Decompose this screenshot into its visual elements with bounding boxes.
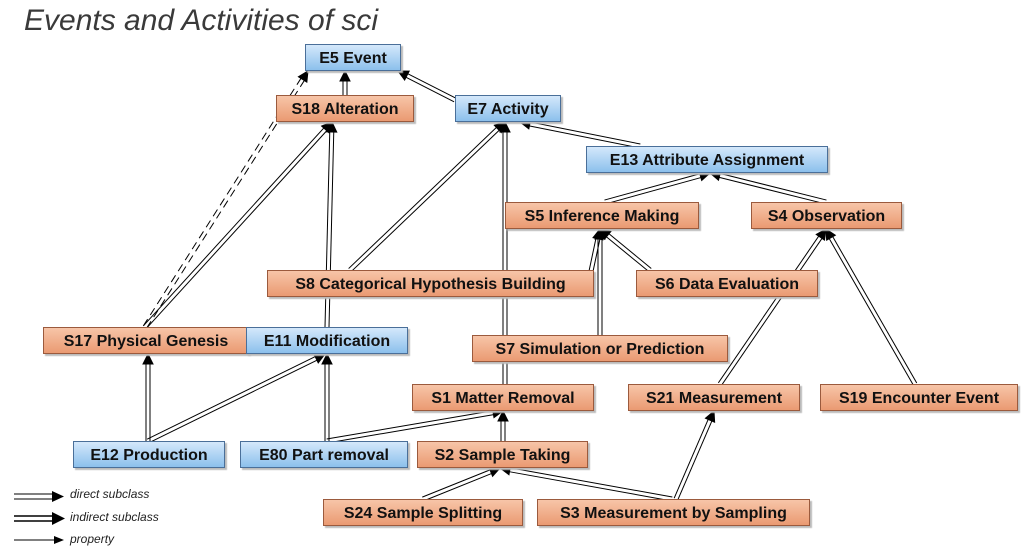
edge-s4-e13 — [708, 169, 827, 205]
legend-direct-subclass-label: direct subclass — [70, 487, 150, 501]
edge-e7-e5 — [397, 70, 457, 103]
edge-e12-e11 — [146, 353, 327, 444]
node-s17-physical-genesis[interactable]: S17 Physical Genesis — [43, 327, 249, 354]
edge-e13-e7 — [518, 118, 641, 149]
edge-s18-e5 — [339, 69, 351, 95]
node-s21-measurement[interactable]: S21 Measurement — [628, 384, 800, 411]
node-s2-sample-taking[interactable]: S2 Sample Taking — [417, 441, 588, 468]
node-s7-simulation-or-prediction[interactable]: S7 Simulation or Prediction — [472, 335, 728, 362]
edge-s8-e7 — [348, 121, 506, 272]
node-s5-inference-making[interactable]: S5 Inference Making — [505, 202, 699, 229]
edge-s2-s1 — [497, 409, 509, 441]
edge-s7-s5 — [594, 227, 606, 335]
node-e7-activity[interactable]: E7 Activity — [455, 95, 561, 122]
edge-e12-s17 — [142, 352, 154, 441]
diagram-title: Events and Activities of sci — [24, 4, 379, 37]
legend — [14, 491, 65, 544]
node-s24-sample-splitting[interactable]: S24 Sample Splitting — [323, 499, 523, 526]
edge-s6-s5 — [599, 228, 652, 272]
node-e13-attribute-assignment[interactable]: E13 Attribute Assignment — [586, 146, 828, 173]
edge-s21-s4 — [717, 228, 827, 386]
node-s4-observation[interactable]: S4 Observation — [751, 202, 902, 229]
node-s19-encounter-event[interactable]: S19 Encounter Event — [820, 384, 1018, 411]
node-s6-data-evaluation[interactable]: S6 Data Evaluation — [636, 270, 818, 297]
legend-indirect-subclass-label: indirect subclass — [70, 510, 159, 524]
legend-direct-subclass-symbol — [14, 491, 64, 502]
legend-property-label: property — [70, 532, 115, 546]
node-e80-part-removal[interactable]: E80 Part removal — [240, 441, 408, 468]
edge-s3-s21 — [673, 409, 716, 500]
edge-s19-s4 — [825, 228, 918, 386]
edge-s17-e5 — [142, 70, 309, 329]
legend-property-symbol — [14, 536, 64, 544]
node-s8-categorical-hypothesis-building[interactable]: S8 Categorical Hypothesis Building — [267, 270, 594, 297]
node-s3-measurement-by-sampling[interactable]: S3 Measurement by Sampling — [537, 499, 810, 526]
node-e12-production[interactable]: E12 Production — [73, 441, 225, 468]
node-s18-alteration[interactable]: S18 Alteration — [276, 95, 414, 122]
edge-e80-s1 — [326, 407, 505, 444]
edge-s3-s2 — [498, 464, 673, 502]
legend-indirect-subclass-symbol — [14, 512, 65, 525]
edge-s24-s2 — [422, 466, 502, 502]
node-e11-modification[interactable]: E11 Modification — [246, 327, 408, 354]
node-s1-matter-removal[interactable]: S1 Matter Removal — [412, 384, 594, 411]
edge-e80-e11 — [321, 352, 333, 441]
edge-s5-e13 — [604, 170, 712, 205]
node-e5-event[interactable]: E5 Event — [305, 44, 401, 71]
